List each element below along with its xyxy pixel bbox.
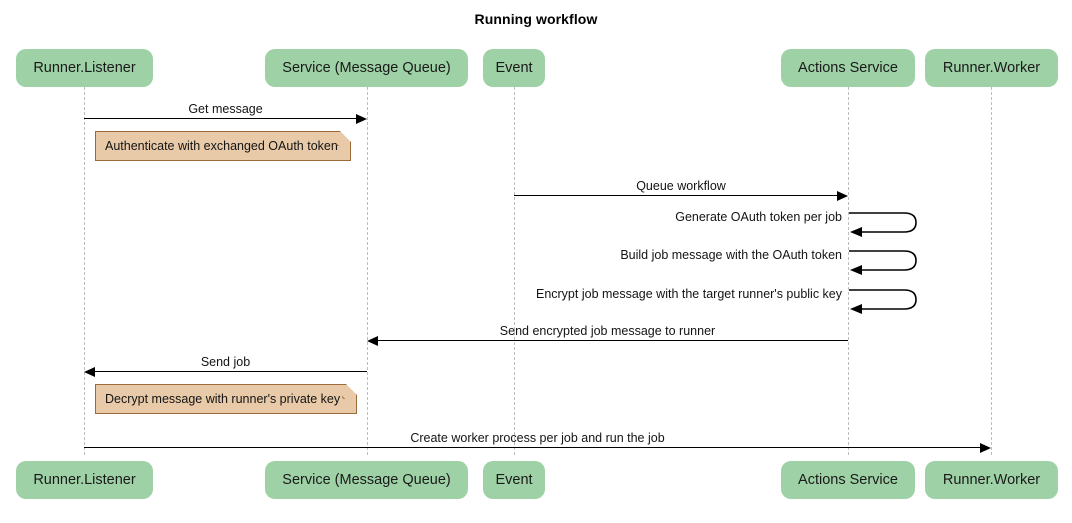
self-loop-generate-oauth-token-per-job xyxy=(848,208,928,240)
participant-runner-listener-bottom[interactable]: Runner.Listener xyxy=(16,461,153,499)
self-loop-build-job-message-with-the-oauth-token xyxy=(848,246,928,278)
participant-actions-service-bottom[interactable]: Actions Service xyxy=(781,461,915,499)
message-label-send-encrypted-job-message-to-runner: Send encrypted job message to runner xyxy=(499,324,716,338)
lifeline-runner-listener xyxy=(84,87,85,455)
arrowhead-right-icon-queue-workflow xyxy=(837,190,848,201)
participant-runner-worker-top[interactable]: Runner.Worker xyxy=(925,49,1058,87)
message-label-create-worker-process-per-job-and-run-the-job: Create worker process per job and run th… xyxy=(410,431,665,445)
note-authenticate-label: Authenticate with exchanged OAuth token xyxy=(105,139,338,153)
note-decrypt-label: Decrypt message with runner's private ke… xyxy=(105,392,341,406)
lifeline-event xyxy=(514,87,515,455)
arrowhead-right-icon-create-worker-process-per-job-and-run-the-job xyxy=(980,442,991,453)
participant-service-message-queue-bottom[interactable]: Service (Message Queue) xyxy=(265,461,468,499)
participant-event-bottom[interactable]: Event xyxy=(483,461,545,499)
message-label-get-message: Get message xyxy=(188,102,263,116)
message-label-generate-oauth-token-per-job: Generate OAuth token per job xyxy=(675,210,842,224)
note-fold-edge-icon xyxy=(336,131,351,146)
self-loop-encrypt-job-message-with-the-target-runners-public-key xyxy=(848,285,928,317)
lifeline-actions-service xyxy=(848,87,849,455)
note-authenticate: Authenticate with exchanged OAuth token xyxy=(95,131,351,161)
participant-runner-worker-bottom[interactable]: Runner.Worker xyxy=(925,461,1058,499)
message-line-queue-workflow xyxy=(514,195,837,196)
message-label-send-job: Send job xyxy=(200,355,251,369)
note-decrypt: Decrypt message with runner's private ke… xyxy=(95,384,357,414)
arrowhead-right-icon-get-message xyxy=(356,113,367,124)
participant-service-message-queue-top[interactable]: Service (Message Queue) xyxy=(265,49,468,87)
note-fold-edge-icon xyxy=(342,384,357,399)
participant-event-top[interactable]: Event xyxy=(483,49,545,87)
lifeline-service-message-queue xyxy=(367,87,368,455)
message-label-queue-workflow: Queue workflow xyxy=(636,179,726,193)
message-line-create-worker-process-per-job-and-run-the-job xyxy=(84,447,980,448)
message-line-send-job xyxy=(95,371,367,372)
message-label-encrypt-job-message-with-the-target-runners-public-key: Encrypt job message with the target runn… xyxy=(535,287,842,301)
arrowhead-left-icon-send-encrypted-job-message-to-runner xyxy=(367,335,378,346)
message-line-send-encrypted-job-message-to-runner xyxy=(378,340,848,341)
page-title: Running workflow xyxy=(474,11,598,27)
lifeline-runner-worker xyxy=(991,87,992,455)
participant-runner-listener-top[interactable]: Runner.Listener xyxy=(16,49,153,87)
participant-actions-service-top[interactable]: Actions Service xyxy=(781,49,915,87)
arrowhead-left-icon-send-job xyxy=(84,366,95,377)
message-line-get-message xyxy=(84,118,356,119)
message-label-build-job-message-with-the-oauth-token: Build job message with the OAuth token xyxy=(620,248,842,262)
